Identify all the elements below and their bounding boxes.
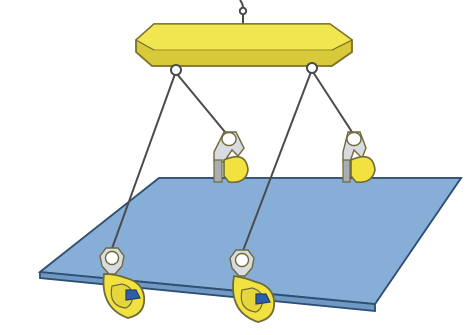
front-right-plate-clamp-icon: [229, 249, 276, 323]
crane-hook-icon: [238, 0, 248, 25]
front-left-plate-clamp-icon: [99, 247, 146, 319]
right-shackle-icon: [306, 62, 318, 74]
back-left-plate-clamp-icon: [213, 131, 249, 184]
spreader-beam: [134, 23, 354, 67]
steel-plate: [37, 177, 463, 312]
lifting-wires: [109, 71, 353, 257]
left-shackle-icon: [170, 64, 182, 76]
back-right-plate-clamp-icon: [342, 131, 376, 184]
